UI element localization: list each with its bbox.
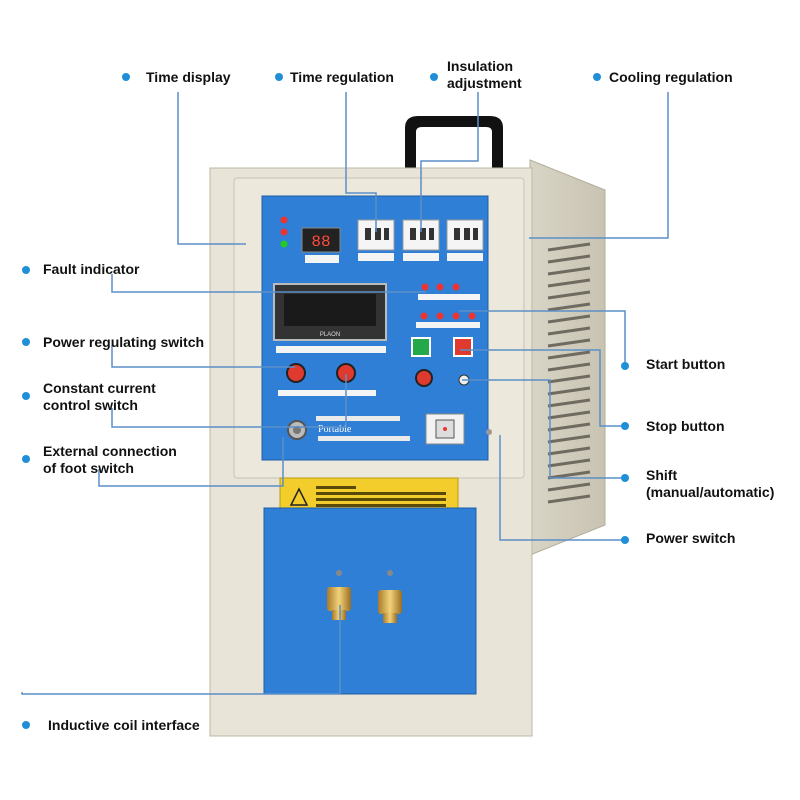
label-time-regulation: Time regulation: [290, 69, 394, 85]
label-inductive-coil-interface: Inductive coil interface: [48, 717, 200, 733]
coil-connector-right[interactable]: [378, 590, 402, 623]
cabinet-side: [529, 159, 606, 556]
label-cooling-regulation: Cooling regulation: [609, 69, 733, 85]
callout-dot: [22, 455, 30, 463]
label-external-foot-switch: External connection of foot switch: [43, 443, 177, 477]
label-insulation-line2: adjustment: [447, 75, 522, 91]
callout-dot: [593, 73, 601, 81]
start-button[interactable]: [411, 337, 431, 357]
label-power-regulating-switch: Power regulating switch: [43, 334, 205, 350]
callout-dot: [621, 536, 629, 544]
callout-dot: [275, 73, 283, 81]
callout-dot: [430, 73, 438, 81]
callout-dot: [22, 721, 30, 729]
ammeter-brand: PLAON: [320, 332, 340, 338]
panel-portable-text: Portable: [318, 424, 352, 435]
label-constant-current: Constant current control switch: [43, 380, 156, 414]
callout-lines: [21, 92, 669, 695]
label-external-line1: External connection: [43, 443, 177, 459]
label-stop-button: Stop button: [646, 418, 725, 434]
stop-button[interactable]: [453, 337, 473, 357]
label-shift-line1: Shift: [646, 467, 678, 483]
control-panel: 88 PLAON: [261, 195, 492, 461]
label-constant-line1: Constant current: [43, 380, 156, 396]
callout-dot: [621, 362, 629, 370]
label-constant-line2: control switch: [43, 397, 138, 413]
label-start-button: Start button: [646, 356, 726, 372]
callout-dot: [621, 422, 629, 430]
label-insulation-adjustment: Insulation adjustment: [447, 58, 522, 92]
coil-panel: [263, 507, 477, 695]
time-display-digits: 88: [311, 233, 330, 251]
callout-dot: [22, 266, 30, 274]
label-power-switch: Power switch: [646, 530, 736, 546]
callout-dot: [22, 392, 30, 400]
power-regulating-knob[interactable]: [286, 363, 306, 383]
coil-connector-left[interactable]: [327, 587, 351, 620]
label-shift: Shift (manual/automatic): [646, 467, 774, 501]
callout-dot: [22, 338, 30, 346]
label-shift-line2: (manual/automatic): [646, 484, 775, 500]
label-fault-indicator: Fault indicator: [43, 261, 140, 277]
label-time-display: Time display: [146, 69, 231, 85]
callout-dot: [122, 73, 130, 81]
label-insulation-line1: Insulation: [447, 58, 514, 74]
callout-dot: [621, 474, 629, 482]
carry-handle: [405, 116, 503, 170]
label-external-line2: of foot switch: [43, 460, 134, 476]
